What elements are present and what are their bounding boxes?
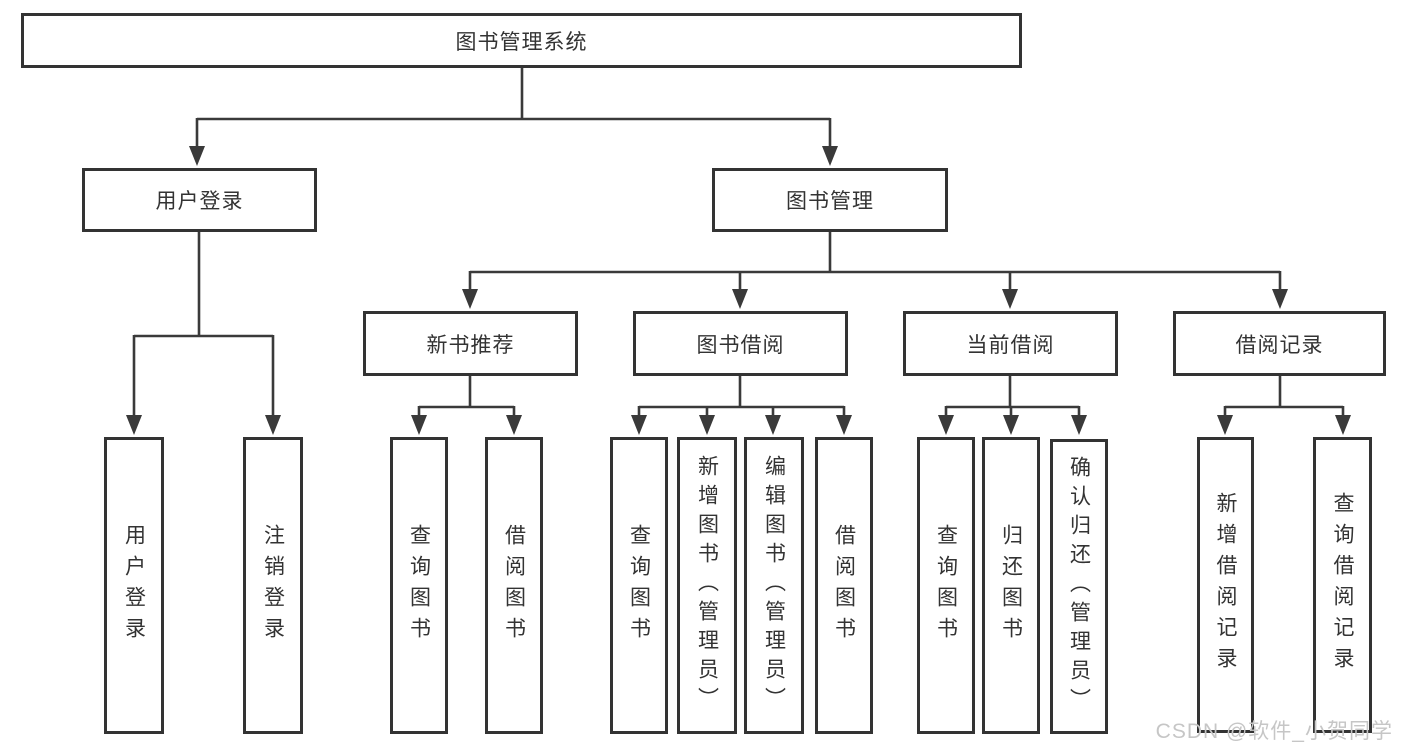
leaf-label: 查询借阅记录 xyxy=(1331,492,1354,678)
leaf-query-books: 查询图书 xyxy=(610,437,668,734)
node-new-book-recommend: 新书推荐 xyxy=(363,311,578,376)
arrowheads xyxy=(126,146,1351,435)
leaf-logout: 注销登录 xyxy=(243,437,303,734)
leaf-label: 用户登录 xyxy=(122,523,146,648)
csdn-watermark: CSDN @软件_小贺同学 xyxy=(1155,720,1393,743)
leaf-label: 新增图书（管理员） xyxy=(695,455,719,716)
leaf-user-login: 用户登录 xyxy=(104,437,164,734)
node-label: 当前借阅 xyxy=(966,333,1055,357)
leaf-label: 借阅图书 xyxy=(832,523,856,648)
leaf-return-books: 归还图书 xyxy=(982,437,1040,734)
leaf-add-books-admin: 新增图书（管理员） xyxy=(677,437,737,734)
node-user-login: 用户登录 xyxy=(82,168,317,232)
node-label: 图书管理 xyxy=(786,190,874,213)
node-label: 新书推荐 xyxy=(426,333,515,357)
leaf-add-borrow-record: 新增借阅记录 xyxy=(1197,437,1254,733)
node-borrowing-records: 借阅记录 xyxy=(1173,311,1386,376)
node-label: 借阅记录 xyxy=(1235,333,1324,357)
leaf-query-borrow-record: 查询借阅记录 xyxy=(1313,437,1372,733)
leaf-borrow-books: 借阅图书 xyxy=(485,437,543,734)
leaf-confirm-return-admin: 确认归还（管理员） xyxy=(1050,439,1108,734)
leaf-label: 查询图书 xyxy=(627,523,651,648)
leaf-query-books: 查询图书 xyxy=(917,437,975,734)
node-label: 用户登录 xyxy=(155,190,244,213)
leaf-label: 查询图书 xyxy=(407,523,431,648)
leaf-edit-books-admin: 编辑图书（管理员） xyxy=(744,437,804,734)
node-book-management: 图书管理 xyxy=(712,168,948,232)
node-current-borrowing: 当前借阅 xyxy=(903,311,1118,376)
leaf-label: 注销登录 xyxy=(261,523,285,648)
leaf-label: 新增借阅记录 xyxy=(1214,492,1237,678)
leaf-label: 查询图书 xyxy=(934,523,958,648)
leaf-query-books: 查询图书 xyxy=(390,437,448,734)
node-label: 图书借阅 xyxy=(696,333,785,357)
node-label: 图书管理系统 xyxy=(455,30,588,54)
node-library-management-system: 图书管理系统 xyxy=(21,13,1022,68)
leaf-label: 借阅图书 xyxy=(502,523,526,648)
leaf-borrow-books: 借阅图书 xyxy=(815,437,873,734)
node-book-borrowing: 图书借阅 xyxy=(633,311,848,376)
leaf-label: 编辑图书（管理员） xyxy=(762,455,786,716)
leaf-label: 归还图书 xyxy=(999,523,1023,648)
leaf-label: 确认归还（管理员） xyxy=(1067,456,1091,717)
